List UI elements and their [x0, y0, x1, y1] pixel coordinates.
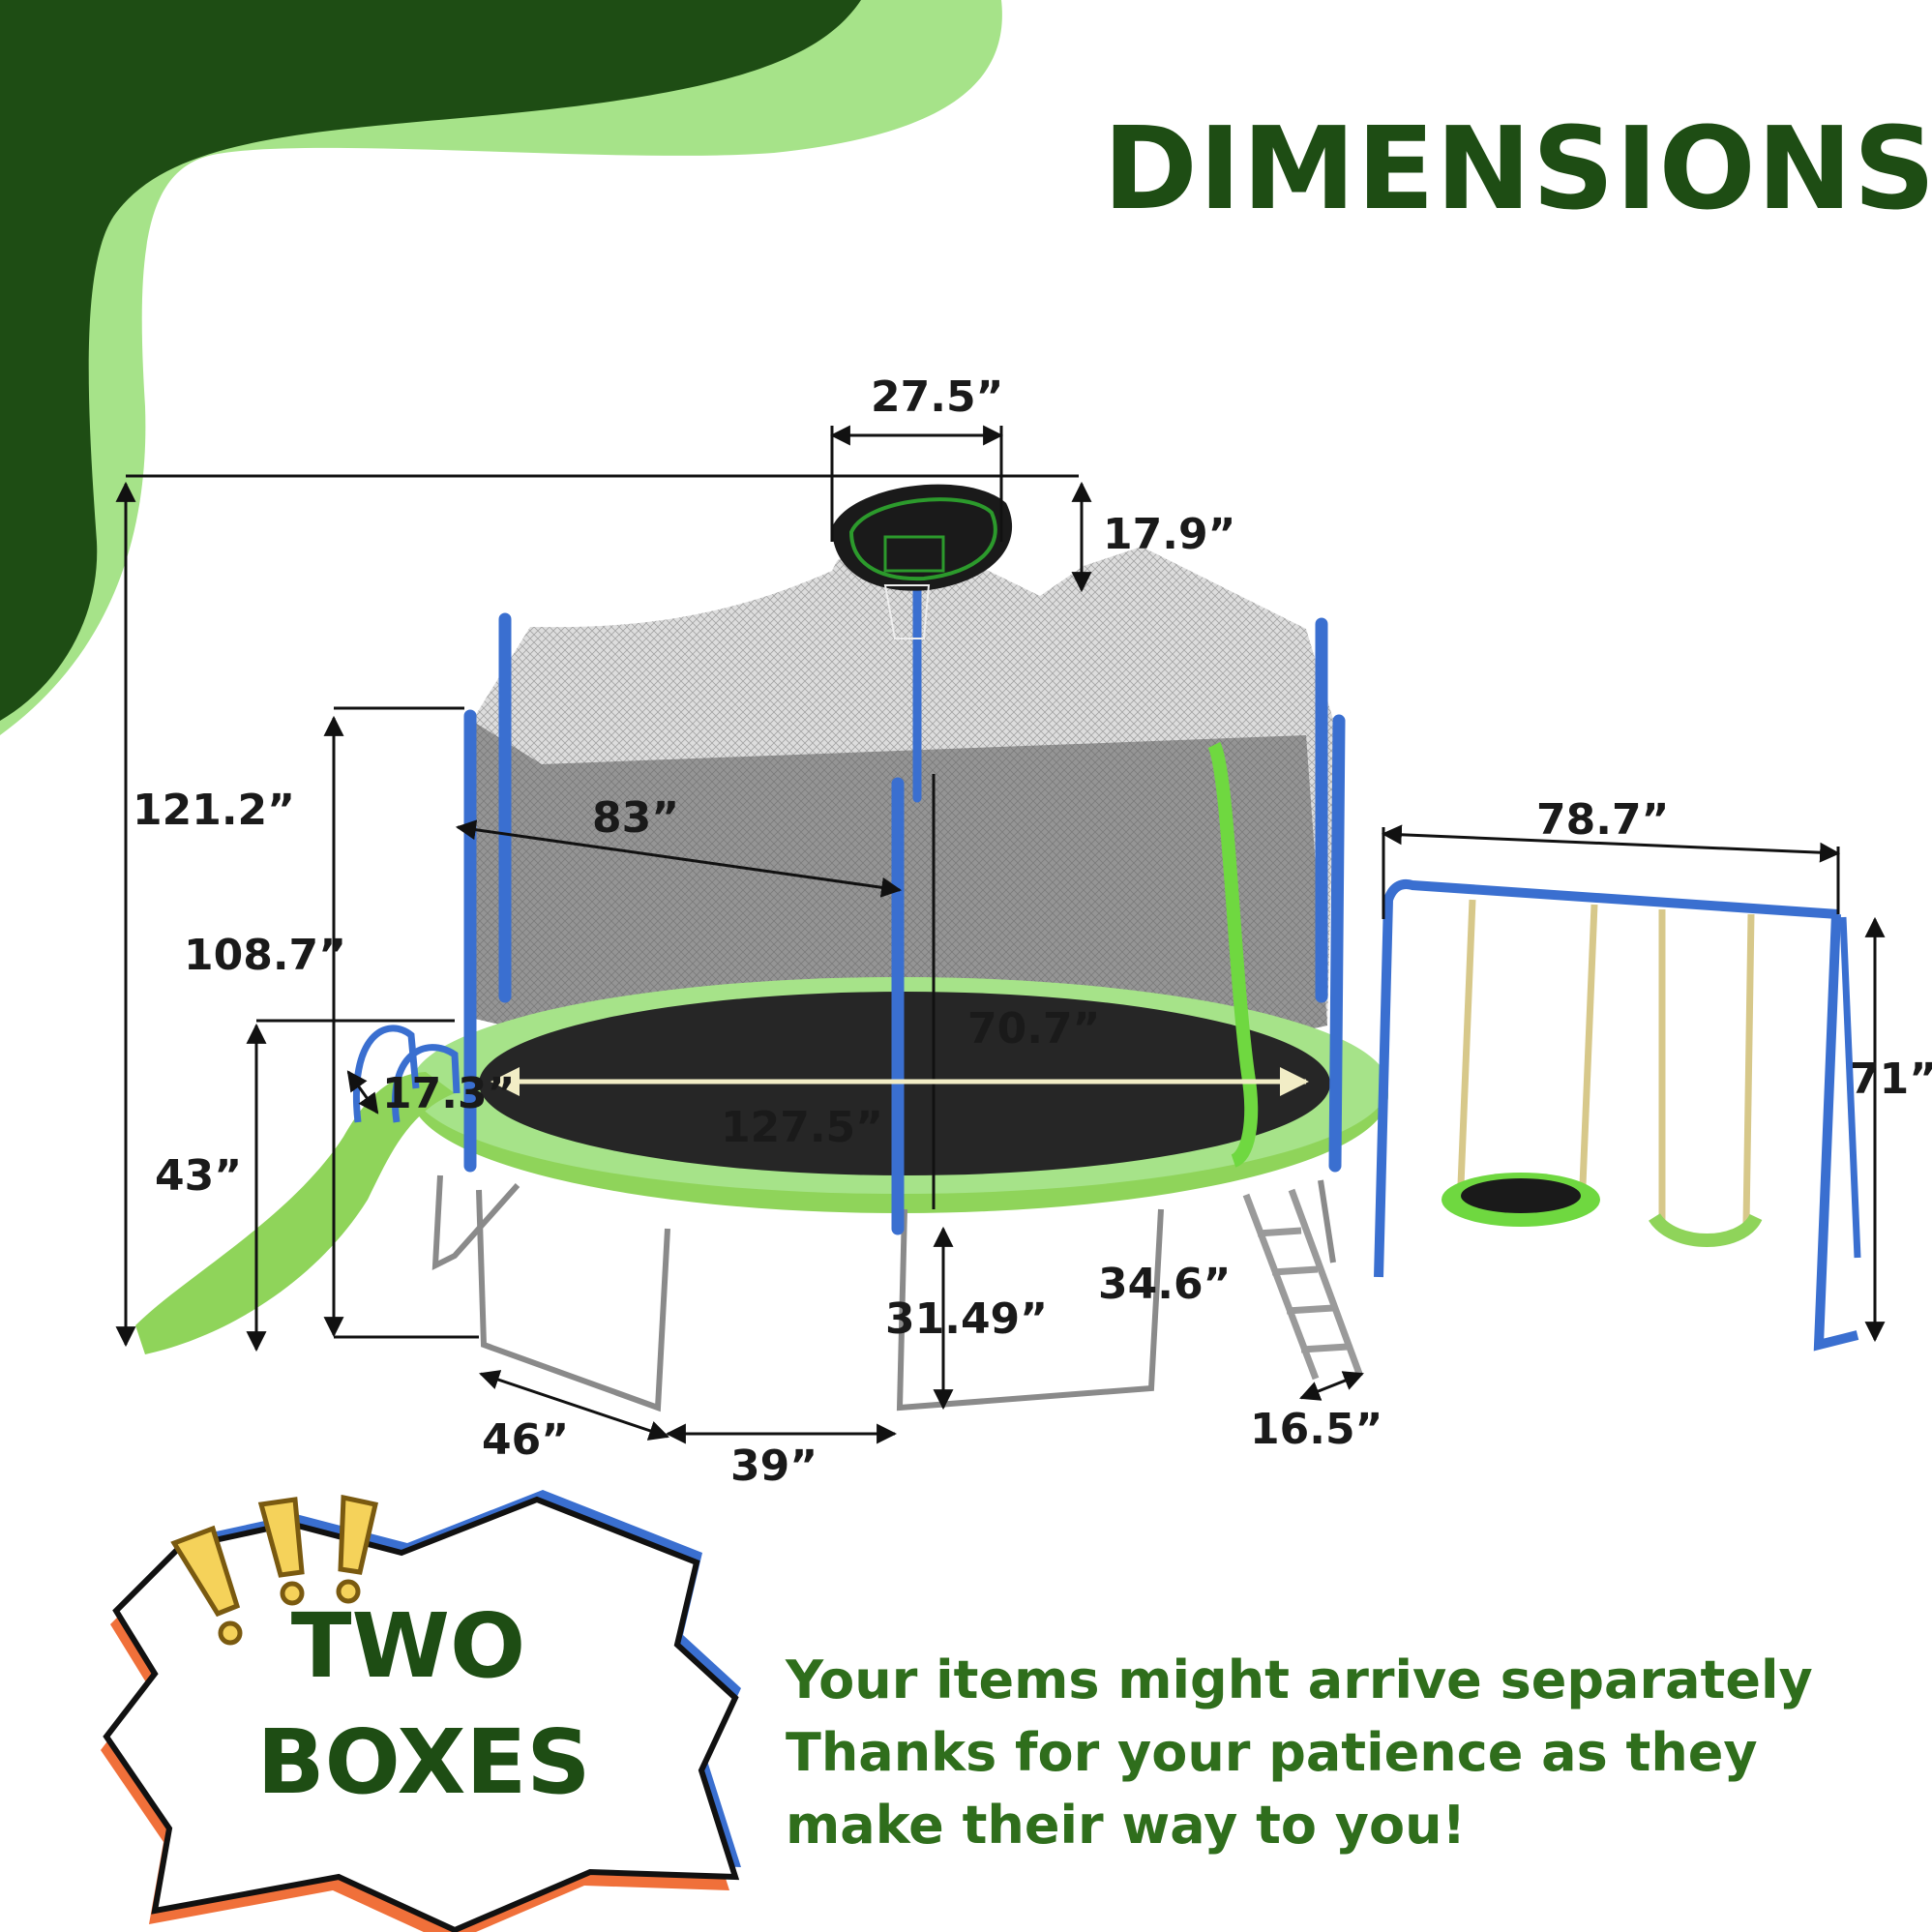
leg-spread-label: 46”	[482, 1415, 570, 1465]
swing-width-label: 78.7”	[1536, 795, 1670, 845]
page-title: DIMENSIONS	[1103, 102, 1932, 235]
dark-green-wave	[0, 0, 861, 721]
net-diagonal-label: 83”	[592, 793, 680, 843]
ladder	[1242, 1188, 1363, 1381]
ladder-width-label: 16.5”	[1250, 1405, 1383, 1454]
hoop-height-label: 17.9”	[1103, 510, 1236, 559]
leg-gap-label: 39”	[730, 1442, 818, 1491]
two-boxes-badge	[101, 1490, 741, 1932]
exclamation-icon	[170, 1494, 379, 1646]
total-height-label: 121.2”	[133, 786, 296, 835]
slide-step-label: 17.3”	[382, 1069, 516, 1118]
message-line-2: Thanks for your patience as they	[786, 1722, 1758, 1783]
badge-line-2: BOXES	[256, 1710, 591, 1814]
leg-height-label: 31.49”	[885, 1294, 1049, 1344]
message-line-3: make their way to you!	[786, 1795, 1467, 1856]
net-door	[1207, 741, 1259, 1168]
basketball-hoop	[832, 484, 1013, 639]
pole-height-label: 70.7”	[967, 1004, 1101, 1054]
ladder-height-label: 34.6”	[1098, 1260, 1232, 1309]
hoop-width-label: 27.5”	[871, 372, 1004, 422]
swing-height-label: 71”	[1850, 1055, 1932, 1104]
badge-line-1: TWO	[290, 1594, 526, 1698]
message-line-1: Your items might arrive separately	[786, 1650, 1813, 1710]
dimension-lines	[115, 425, 1886, 1444]
net-height-label: 108.7”	[184, 931, 347, 980]
slide-height-label: 43”	[155, 1151, 243, 1201]
swing-set	[1374, 878, 1861, 1352]
diameter-label: 127.5”	[721, 1103, 884, 1152]
